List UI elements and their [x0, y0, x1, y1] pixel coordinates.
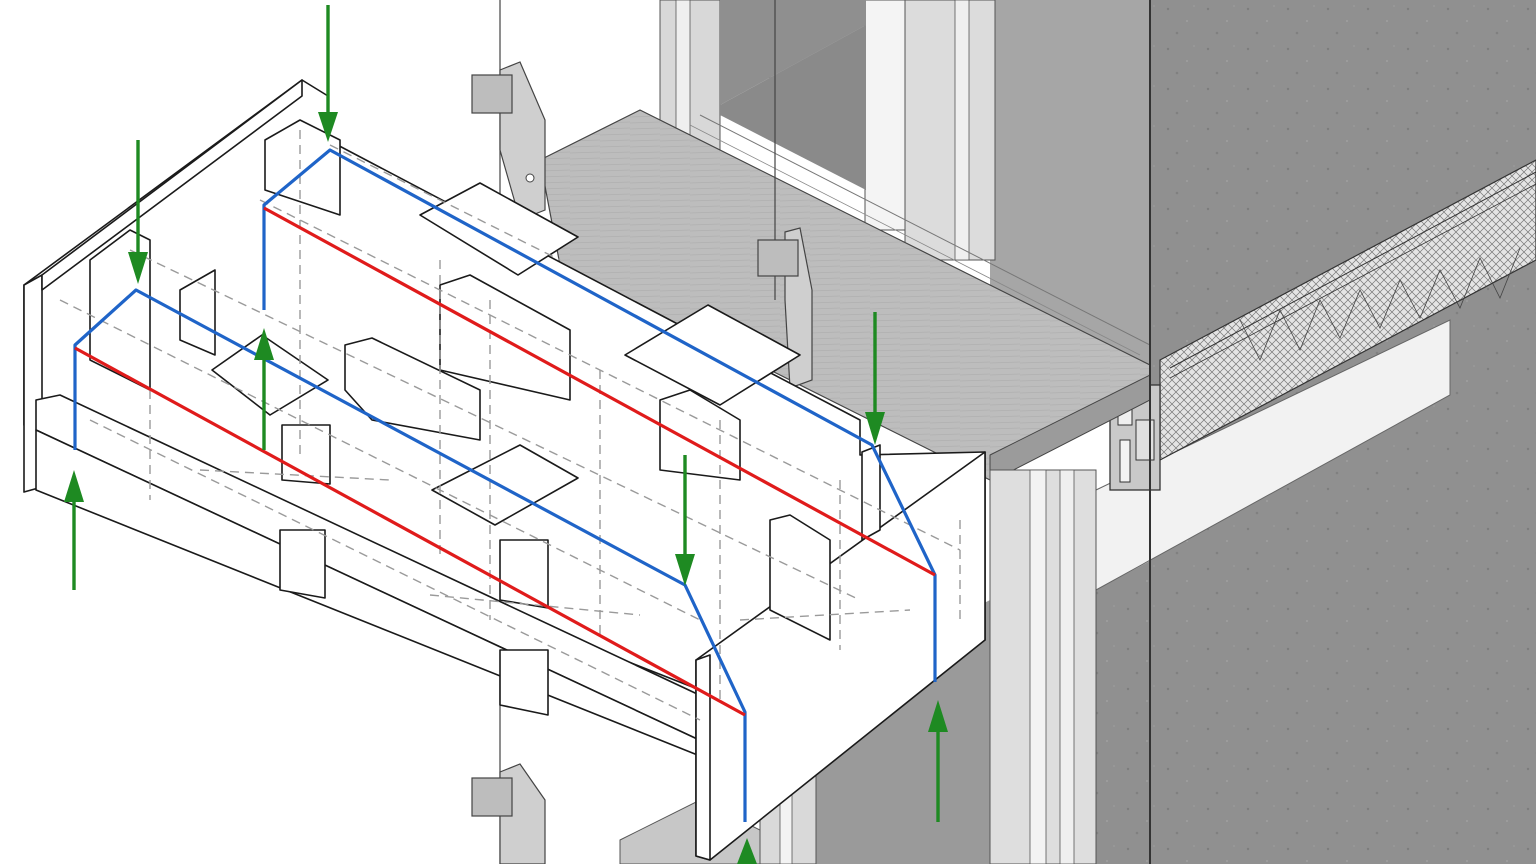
steel-bracket: [23, 79, 986, 861]
stone-reveal-lower: [1096, 400, 1536, 864]
glass-fixing-clip-upper: [471, 61, 546, 221]
hidden-edges: [59, 130, 961, 721]
mullion-group-upper: [659, 0, 996, 261]
bracket-leg-1: [279, 529, 326, 599]
load-path-top: [73, 148, 937, 822]
arrow-up-1: [64, 470, 84, 590]
arrow-down-3: [865, 312, 885, 445]
bracket-right-end-edge: [695, 654, 711, 861]
arrow-down-2: [128, 140, 148, 284]
stone-wall-upper: [990, 0, 1150, 370]
mullion-group-lower: [619, 469, 1097, 864]
bracket-left-flange: [41, 79, 303, 291]
glass-fixing-clip-lower: [471, 763, 546, 864]
bracket-rib-4: [344, 337, 481, 441]
arrow-down-4: [675, 455, 695, 586]
bracket-rib-7: [769, 514, 831, 641]
bracket-leg-4: [499, 539, 549, 609]
glass-fixing-clip-middle: [757, 227, 813, 389]
arrow-up-3: [928, 700, 948, 822]
bracket-rib-3: [264, 119, 341, 216]
bearing-pad-2: [211, 334, 329, 416]
load-path-bottom: [74, 206, 936, 717]
arrow-up-2: [254, 328, 274, 450]
reaction-arrows: [64, 5, 948, 864]
arrow-up-4: [737, 838, 757, 864]
arrow-down-1: [318, 5, 338, 142]
bracket-rib-2: [179, 269, 216, 356]
bearing-pad-3: [624, 304, 801, 406]
bracket-leg-2: [499, 649, 549, 716]
